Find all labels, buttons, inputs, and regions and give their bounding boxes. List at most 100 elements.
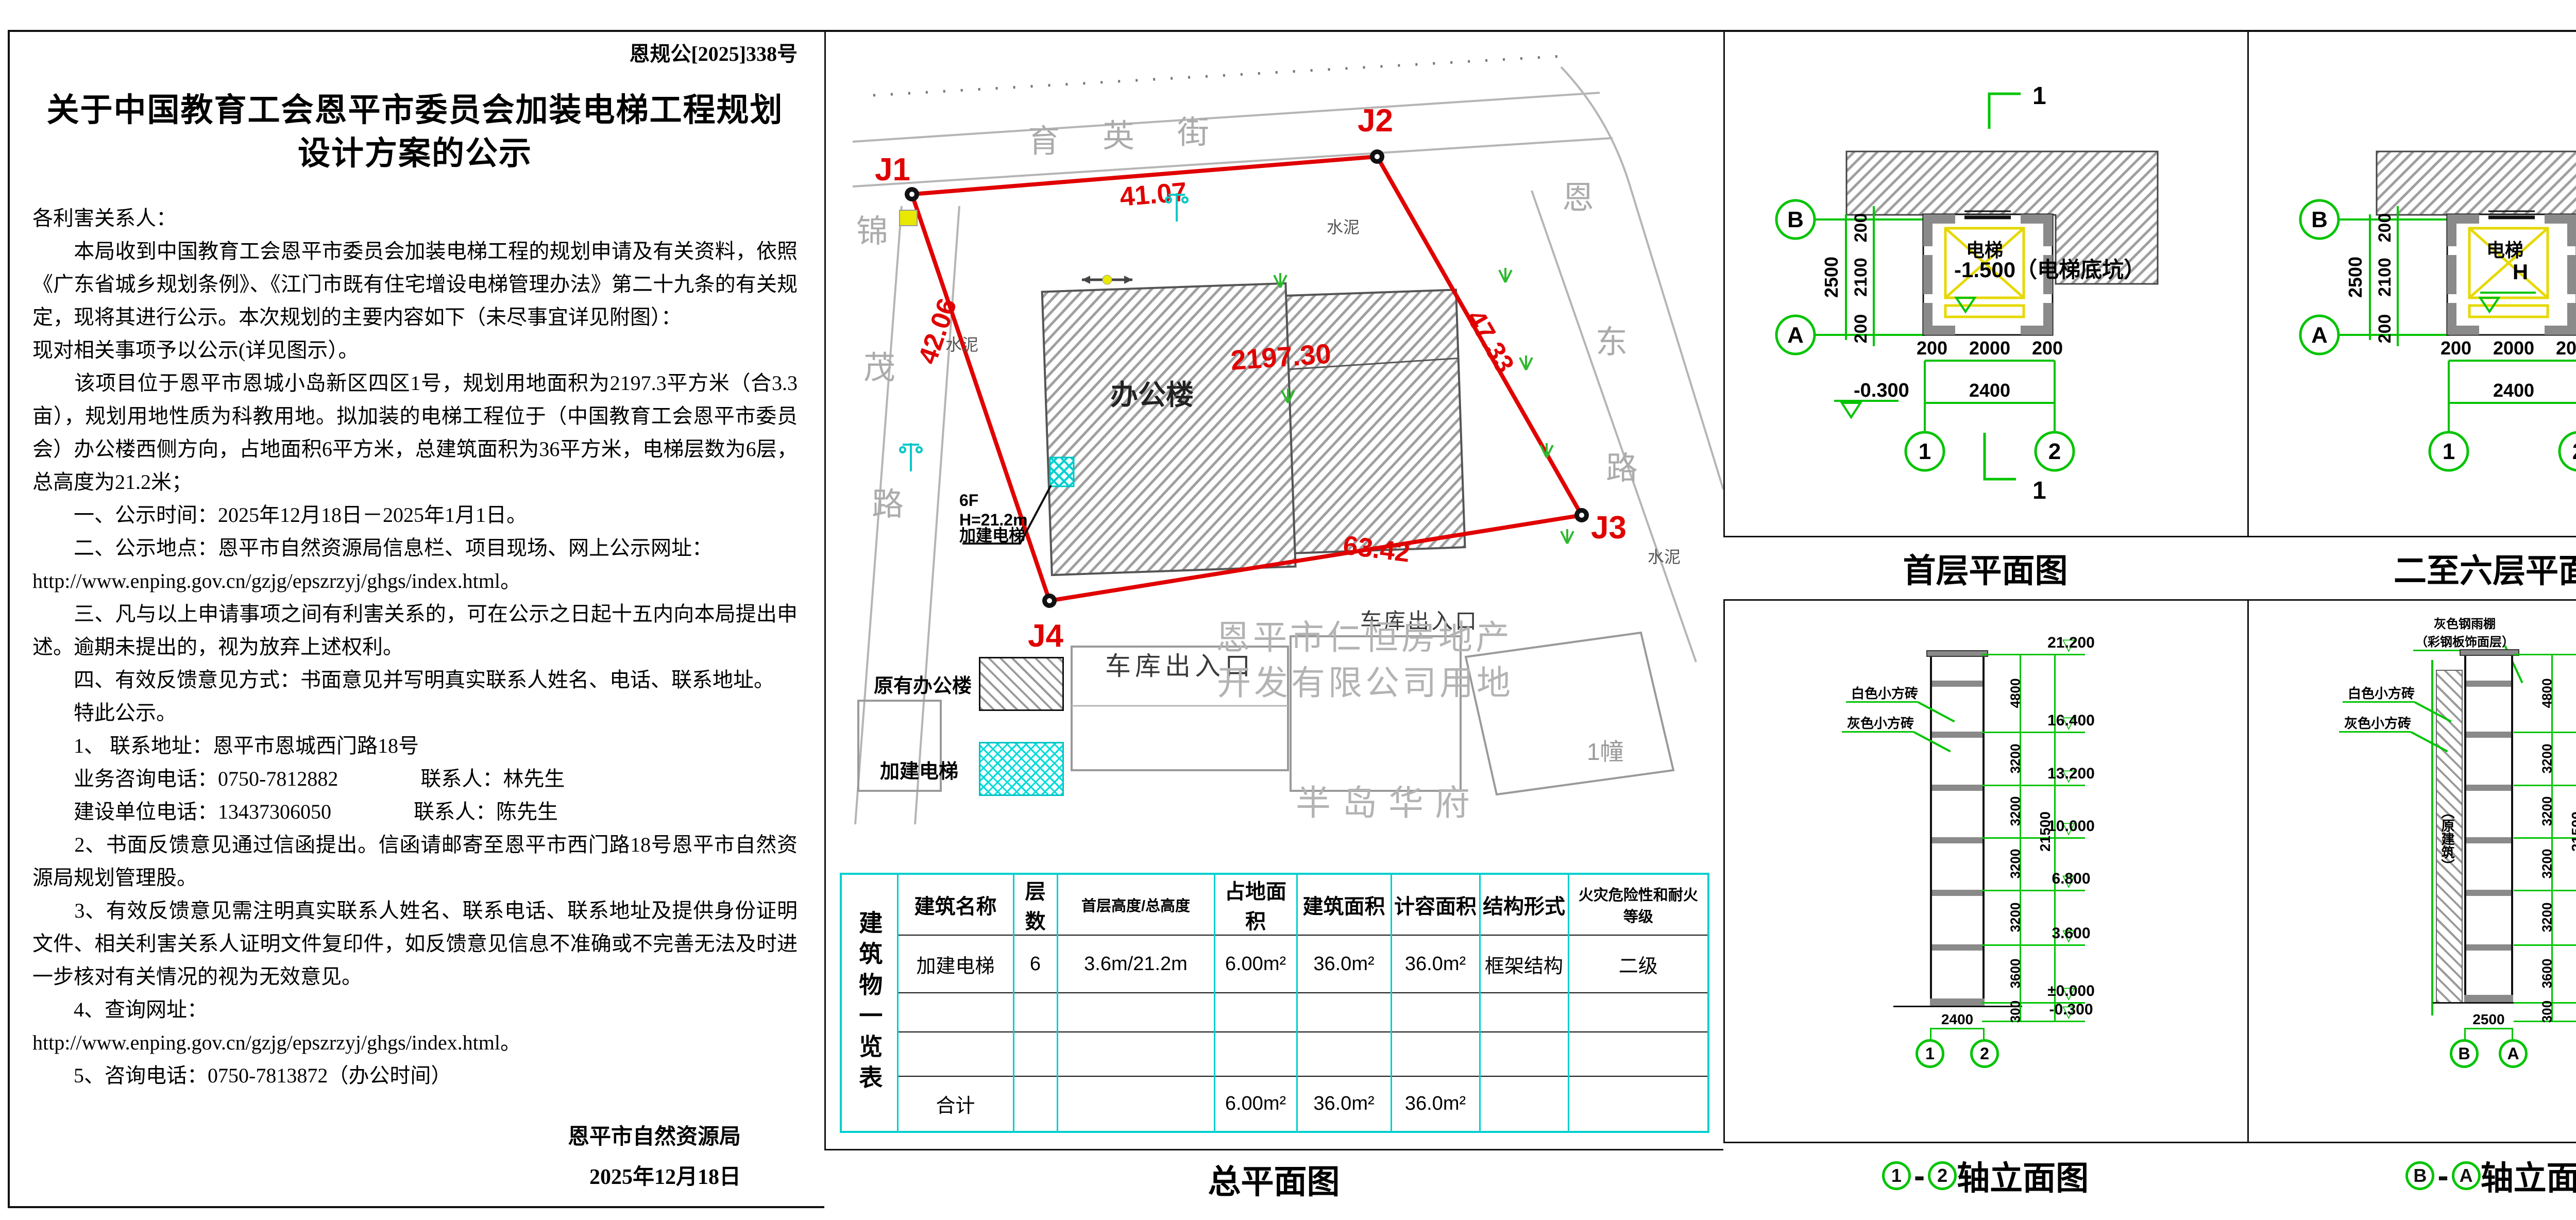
street-top-char3: 街 bbox=[1177, 115, 1209, 150]
level-label: -0.300 bbox=[1854, 380, 1909, 401]
notice-paragraph: 该项目位于恩平市恩城小岛新区四区1号，规划用地面积为2197.3平方米（合3.3… bbox=[32, 371, 798, 494]
level-triangle bbox=[1840, 402, 1862, 419]
axis-bubbles: B A 1 2 bbox=[1775, 199, 2075, 472]
caption-chip-1: 1 bbox=[1882, 1161, 1911, 1190]
floor-slab bbox=[1932, 837, 1982, 843]
table-row: 加建电梯 6 3.6m/21.2m 6.00m² 36.0m² 36.0m² 框… bbox=[841, 935, 1709, 993]
floor-slab bbox=[2466, 944, 2511, 951]
col-header: 结构形式 bbox=[1479, 873, 1569, 936]
building-summary-table: 建筑物一览表 建筑名称 层数 首层高度/总高度 占地面积 建筑面积 计容面积 结… bbox=[840, 873, 1709, 1133]
col-header: 建筑名称 bbox=[896, 873, 1014, 936]
axis-b: B bbox=[1787, 207, 1804, 232]
level-line bbox=[2514, 1021, 2576, 1022]
caption-dash: - bbox=[2437, 1157, 2449, 1194]
site-plan-panel: J1 J2 J3 J4 41.07 42.06 47.33 63.42 2197… bbox=[824, 30, 1723, 1208]
canopy-label: 灰色钢雨棚 （彩钢板饰面层） bbox=[2413, 614, 2516, 651]
axis-lines bbox=[1815, 206, 2056, 432]
street-right-char3: 路 bbox=[1606, 451, 1638, 486]
section-mark-bottom: 1 bbox=[2032, 477, 2046, 504]
level-line bbox=[1982, 1021, 2085, 1022]
existing-building-hatch bbox=[2376, 150, 2576, 216]
floor-slab bbox=[2466, 890, 2511, 896]
level-line bbox=[1982, 837, 2085, 839]
level-label: -0.300 bbox=[2049, 1001, 2093, 1018]
level-line bbox=[2514, 1002, 2576, 1004]
ground-slab bbox=[1930, 998, 1985, 1006]
level-triangle: ▽ bbox=[2062, 926, 2075, 944]
door-swing-mark bbox=[2478, 297, 2501, 314]
elevator-car bbox=[2468, 227, 2549, 318]
dim-bottom-total: 2400 bbox=[2493, 380, 2534, 401]
signature-org: 恩平市自然资源局 bbox=[567, 1125, 741, 1149]
level-line bbox=[1982, 1002, 2085, 1004]
total-cell: 6.00m² bbox=[1213, 1076, 1298, 1132]
caption-chip-a: A bbox=[2451, 1161, 2481, 1190]
shaft-walls bbox=[1923, 214, 2053, 335]
level-label: 16.400 bbox=[2047, 712, 2095, 729]
level-label: ±0.000 bbox=[2564, 982, 2576, 1000]
dim-left-total: 2500 bbox=[2345, 257, 2366, 298]
floor-height-dim: 3200 bbox=[2007, 849, 2023, 879]
level-triangle: ▽ bbox=[2062, 1002, 2075, 1021]
notice-paragraph: 本局收到中国教育工会恩平市委员会加装电梯工程的规划申请及有关资料，依照《广东省城… bbox=[32, 240, 798, 329]
wall-finish-label-2: 灰色小方砖 bbox=[1842, 716, 1914, 733]
tree-marks bbox=[1273, 268, 1574, 544]
callout-line1: 6F bbox=[959, 491, 978, 510]
table-side-title: 建筑物一览表 bbox=[856, 910, 883, 1096]
dim-left-total: 2500 bbox=[1821, 257, 1842, 298]
first-floor-caption: 首层平面图 bbox=[1903, 552, 2068, 589]
dim-bottom-2: 200 bbox=[2556, 337, 2576, 359]
point-j2: J2 bbox=[1358, 103, 1393, 139]
dim-tick bbox=[1930, 1028, 1931, 1039]
level-label: 6.800 bbox=[2564, 870, 2576, 888]
cell: 框架结构 bbox=[1479, 935, 1569, 993]
level-triangle: ▽ bbox=[2062, 766, 2075, 785]
shaft-cap bbox=[2460, 649, 2519, 656]
typical-floor-caption-band: 二至六层平面图 bbox=[2247, 536, 2576, 599]
divider-col2 bbox=[2247, 30, 2249, 1208]
level-line bbox=[2514, 785, 2576, 786]
street-edge bbox=[852, 92, 1600, 143]
level-column: ▽21.200▽16.400▽13.200▽10.000▽6.800▽3.600… bbox=[1982, 599, 2247, 1142]
cement-label-1: 水泥 bbox=[1327, 218, 1360, 236]
notice-title: 关于中国教育工会恩平市委员会加装电梯工程规划 设计方案的公示 bbox=[32, 89, 798, 175]
level-line bbox=[2514, 654, 2576, 655]
axis-bubble-a: A bbox=[2499, 1039, 2528, 1068]
callout-line2: H=21.2m bbox=[959, 511, 1028, 529]
elevation-1-2: 白色小方砖 灰色小方砖 ▽21.200▽16.400▽13.200▽10.000… bbox=[1723, 599, 2247, 1142]
total-height-dim: 21500 bbox=[2037, 811, 2053, 852]
dim-bottom-1: 2000 bbox=[1969, 337, 2010, 359]
notice-paragraph: 四、有效反馈意见方式：书面意见并写明真实联系人姓名、电话、联系地址。 bbox=[32, 668, 774, 691]
cement-label-2: 水泥 bbox=[945, 335, 978, 354]
legend-new-label: 加建电梯 bbox=[880, 761, 959, 783]
floor-height-dim: 3200 bbox=[2539, 849, 2555, 879]
notice-paragraph: 建设单位电话：13437306050 联系人：陈先生 bbox=[32, 800, 558, 823]
estate-watermark: 半岛华府 bbox=[1296, 784, 1481, 823]
street-edge bbox=[852, 137, 1613, 188]
level-label: 13.200 bbox=[2564, 765, 2576, 783]
canopy-label-line2: （彩钢板饰面层） bbox=[2415, 635, 2514, 649]
col-header: 首层高度/总高度 bbox=[1056, 873, 1215, 936]
street-top-char1: 育 bbox=[1028, 124, 1060, 159]
divider-row bbox=[1723, 599, 2576, 601]
axis-b: B bbox=[2311, 207, 2328, 232]
typical-floor-caption: 二至六层平面图 bbox=[2394, 552, 2576, 589]
col-header: 火灾危险性和耐火等级 bbox=[1567, 873, 1709, 936]
dim-bottom-0: 200 bbox=[1917, 337, 1947, 359]
street-edge bbox=[854, 206, 903, 825]
doc-number: 恩规公[2025]338号 bbox=[629, 42, 798, 65]
col-header: 计容面积 bbox=[1390, 873, 1481, 936]
pit-level-label: -1.500（电梯底坑） bbox=[1954, 258, 2145, 282]
street-left-char1: 锦 bbox=[856, 214, 888, 249]
level-label: 21.200 bbox=[2047, 634, 2095, 651]
notice-paragraph: 二、公示地点：恩平市自然资源局信息栏、项目现场、网上公示网址： bbox=[32, 536, 713, 560]
table-row-empty bbox=[841, 1031, 1709, 1077]
shaft-walls bbox=[2447, 214, 2576, 335]
notice-paragraph: 特此公示。 bbox=[32, 701, 177, 724]
level-label: ±0.000 bbox=[2047, 982, 2095, 999]
canopy-label-line1: 灰色钢雨棚 bbox=[2434, 617, 2496, 631]
legend-existing-swatch bbox=[979, 657, 1064, 711]
street-left-char2: 茂 bbox=[863, 350, 895, 386]
divider-site bbox=[1723, 30, 1725, 1208]
level-line bbox=[1982, 944, 2085, 946]
